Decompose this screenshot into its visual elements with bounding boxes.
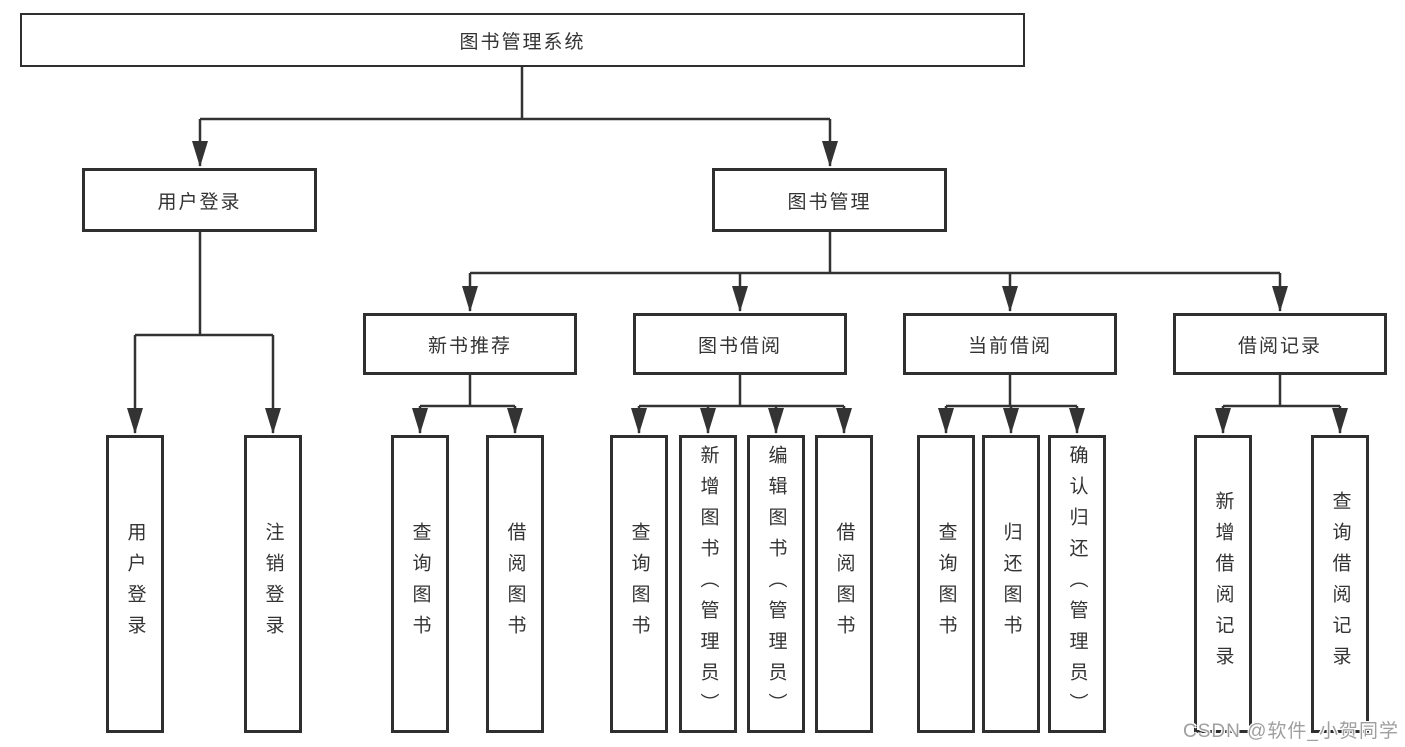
leaf-cb-confirm-return-admin: 确认归还（管理员） [1048,435,1106,733]
node-current-borrowing: 当前借阅 [903,313,1117,375]
leaf-bb-query-books: 查询图书 [610,435,668,733]
connector-user-login [135,232,273,337]
connector-current-borrowing [946,375,1077,408]
connector-book-borrowing [639,375,844,408]
node-new-book-recommend: 新书推荐 [363,313,577,375]
connector-borrowing-records [1223,375,1340,408]
leaf-bb-edit-books-admin: 编辑图书（管理员） [747,435,805,733]
leaf-br-query-record: 查询借阅记录 [1311,435,1369,733]
leaf-cb-query-books: 查询图书 [917,435,975,733]
node-user-login: 用户登录 [82,168,317,232]
leaf-user-login: 用户登录 [106,435,164,733]
node-root: 图书管理系统 [20,13,1025,67]
connector-book-management [470,232,1280,275]
leaf-nb-query-books: 查询图书 [391,435,449,733]
connector-arrows [127,119,1348,434]
leaf-nb-borrow-books: 借阅图书 [486,435,544,733]
node-book-borrowing: 图书借阅 [633,313,847,375]
node-borrowing-records: 借阅记录 [1173,313,1387,375]
csdn-watermark: CSDN @软件_小贺同学 [1183,721,1399,742]
leaf-bb-add-books-admin: 新增图书（管理员） [679,435,737,733]
connector-new-book-recommend [420,375,515,408]
node-book-management: 图书管理 [712,168,947,232]
leaf-bb-borrow-books: 借阅图书 [815,435,873,733]
leaf-logout: 注销登录 [244,435,302,733]
connector-root [200,67,830,121]
leaf-br-add-record: 新增借阅记录 [1194,435,1252,733]
leaf-cb-return-books: 归还图书 [982,435,1040,733]
